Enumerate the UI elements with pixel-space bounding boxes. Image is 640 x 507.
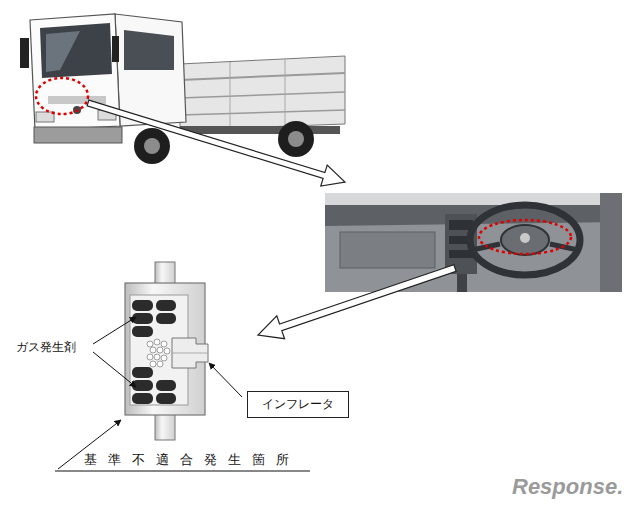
part-label: ガス発生剤 — [16, 340, 76, 354]
node-text: インフレータ — [262, 397, 334, 411]
part-name-box: インフレータ — [247, 391, 349, 418]
inflator-section — [125, 262, 208, 440]
note-label: 基準不適合発生箇所 — [84, 452, 300, 468]
watermark: Response. — [512, 474, 623, 500]
truck-photo — [20, 14, 345, 164]
hollow-arrow — [258, 265, 456, 339]
hollow-arrow — [87, 100, 345, 186]
dashboard-photo — [325, 193, 622, 292]
